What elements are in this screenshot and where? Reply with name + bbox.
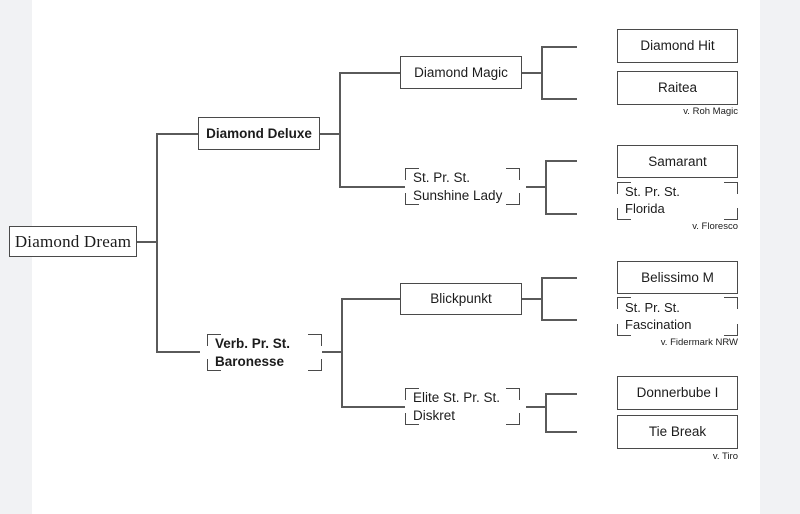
- bracket-corner-icon: [405, 193, 419, 205]
- node-label-line2: Diskret: [413, 407, 456, 423]
- connector-g3c-spine-lower: [541, 298, 543, 320]
- node-label: Diamond Magic: [414, 64, 508, 80]
- bracket-corner-icon: [207, 334, 221, 346]
- connector-g3a-stub: [522, 72, 542, 74]
- node-label: Tie Break: [648, 424, 707, 440]
- connector-g2a-spine-lower: [339, 133, 341, 187]
- node-gen4-donnerbube-i[interactable]: Donnerbube I: [617, 376, 738, 410]
- node-gen4-tie-break[interactable]: Tie Break: [617, 415, 738, 449]
- node-gen3-st-pr-st-sunshine-lady[interactable]: St. Pr. St. Sunshine Lady: [405, 168, 520, 205]
- bracket-corner-icon: [724, 324, 738, 336]
- node-label-line2: Baronesse: [215, 353, 285, 369]
- bracket-corner-icon: [308, 334, 322, 346]
- node-gen4-st-pr-st-fascination[interactable]: St. Pr. St. Fascination: [617, 297, 738, 336]
- node-root-diamond-dream[interactable]: Diamond Dream: [9, 226, 137, 257]
- connector-g2b-spine-lower: [341, 351, 343, 407]
- connector-g3d-arm-upper: [545, 393, 577, 395]
- bracket-corner-icon: [308, 359, 322, 371]
- connector-root-arm-upper: [156, 133, 198, 135]
- connector-g3a-arm-upper: [541, 46, 577, 48]
- node-label: Belissimo M: [641, 269, 714, 285]
- node-gen4-belissimo-m[interactable]: Belissimo M: [617, 261, 738, 294]
- node-gen3-elite-st-pr-st-diskret[interactable]: Elite St. Pr. St. Diskret: [405, 388, 520, 425]
- bracket-corner-icon: [405, 413, 419, 425]
- node-label-line1: Verb. Pr. St.: [215, 336, 291, 352]
- bracket-corner-icon: [617, 297, 631, 309]
- bracket-corner-icon: [617, 324, 631, 336]
- sire-caption-roh-magic: v. Roh Magic: [683, 106, 738, 117]
- connector-g3c-spine: [541, 277, 543, 299]
- node-label: Blickpunkt: [430, 291, 492, 307]
- bracket-corner-icon: [506, 193, 520, 205]
- connector-g3b-spine: [545, 160, 547, 187]
- connector-g3b-arm-upper: [545, 160, 577, 162]
- sire-caption-fidermark-nrw: v. Fidermark NRW: [660, 337, 738, 348]
- bracket-corner-icon: [405, 388, 419, 400]
- node-label: Samarant: [648, 153, 707, 169]
- connector-g3c-arm-upper: [541, 277, 577, 279]
- connector-g2b-arm-lower: [341, 406, 405, 408]
- connector-g3d-spine: [545, 393, 547, 407]
- node-label-line1: St. Pr. St.: [625, 184, 680, 200]
- node-label: Donnerbube I: [636, 385, 719, 401]
- node-gen4-diamond-hit[interactable]: Diamond Hit: [617, 29, 738, 63]
- node-label-line1: St. Pr. St.: [413, 170, 471, 186]
- node-label: Diamond Hit: [640, 38, 715, 54]
- bracket-corner-icon: [405, 168, 419, 180]
- connector-root-arm-lower: [156, 351, 200, 353]
- connector-g3d-arm-lower: [545, 431, 577, 433]
- connector-g3b-stub: [526, 186, 546, 188]
- connector-g2a-spine: [339, 72, 341, 134]
- bracket-corner-icon: [506, 168, 520, 180]
- connector-g3b-arm-lower: [545, 213, 577, 215]
- connector-g2b-spine: [341, 298, 343, 352]
- node-label-line1: St. Pr. St.: [625, 299, 680, 315]
- connector-g2a-arm-upper: [339, 72, 400, 74]
- connector-g3a-spine-lower: [541, 72, 543, 99]
- node-gen2-diamond-deluxe[interactable]: Diamond Deluxe: [198, 117, 320, 150]
- node-gen4-st-pr-st-florida[interactable]: St. Pr. St. Florida: [617, 182, 738, 220]
- bracket-corner-icon: [724, 297, 738, 309]
- bracket-corner-icon: [506, 388, 520, 400]
- bracket-corner-icon: [617, 208, 631, 220]
- connector-root-spine-lower: [156, 241, 158, 352]
- sire-caption-tiro: v. Tiro: [712, 451, 738, 462]
- bracket-corner-icon: [617, 182, 631, 194]
- connector-g3d-spine-lower: [545, 406, 547, 432]
- connector-g3a-spine: [541, 46, 543, 73]
- node-label: Raitea: [657, 80, 698, 96]
- connector-g2a-arm-lower: [339, 186, 405, 188]
- connector-g3c-arm-lower: [541, 319, 577, 321]
- node-label-line2: Florida: [625, 201, 665, 216]
- node-gen4-samarant[interactable]: Samarant: [617, 145, 738, 178]
- node-label-line2: Sunshine Lady: [413, 187, 503, 203]
- node-gen3-diamond-magic[interactable]: Diamond Magic: [400, 56, 522, 89]
- node-label: Diamond Dream: [14, 231, 132, 251]
- node-gen3-blickpunkt[interactable]: Blickpunkt: [400, 283, 522, 315]
- connector-root-stub: [137, 241, 157, 243]
- connector-g3d-stub: [526, 406, 546, 408]
- sire-caption-floresco: v. Floresco: [692, 221, 738, 232]
- node-label-line1: Elite St. Pr. St.: [413, 390, 501, 406]
- bracket-corner-icon: [724, 182, 738, 194]
- bracket-corner-icon: [207, 359, 221, 371]
- connector-g3b-spine-lower: [545, 186, 547, 214]
- connector-root-spine: [156, 133, 158, 242]
- node-label: Diamond Deluxe: [206, 125, 312, 141]
- bracket-corner-icon: [506, 413, 520, 425]
- node-gen4-raitea[interactable]: Raitea: [617, 71, 738, 105]
- connector-g2b-stub: [322, 351, 342, 353]
- connector-g3a-arm-lower: [541, 98, 577, 100]
- bracket-corner-icon: [724, 208, 738, 220]
- node-gen2-verb-pr-st-baronesse[interactable]: Verb. Pr. St. Baronesse: [207, 334, 322, 371]
- node-label-line2: Fascination: [625, 316, 692, 332]
- connector-g3c-stub: [522, 298, 542, 300]
- connector-g2a-stub: [320, 133, 340, 135]
- connector-g2b-arm-upper: [341, 298, 400, 300]
